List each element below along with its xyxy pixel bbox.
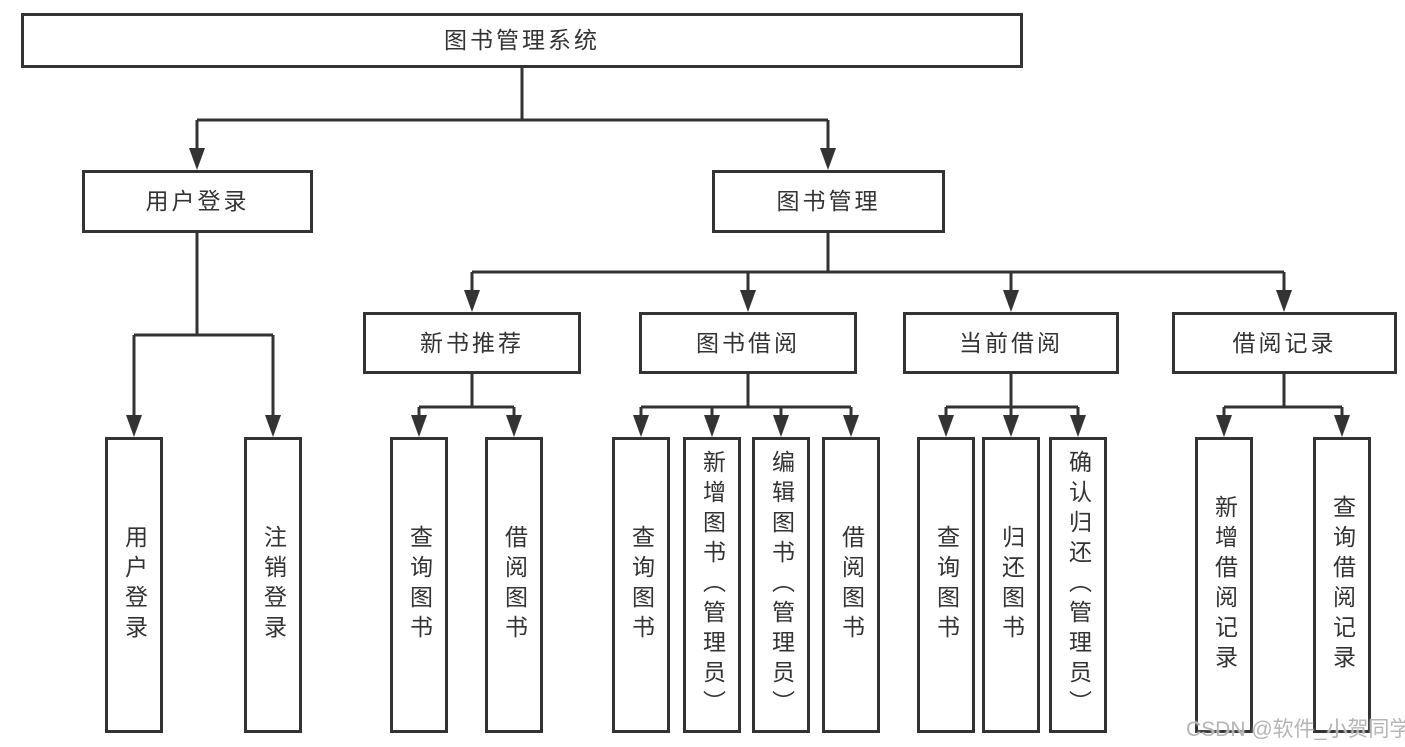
leaf-query-borrow-record: 查询借阅记录 — [1313, 437, 1371, 733]
leaf-user-login: 用户登录 — [105, 437, 163, 733]
arrowhead — [1216, 415, 1232, 437]
arrowhead — [740, 290, 756, 312]
connector-bookmgmt-to-level3 — [470, 233, 1286, 294]
node-user-login: 用户登录 — [82, 170, 313, 233]
node-book-borrowing-label: 图书借阅 — [696, 329, 800, 356]
node-book-borrowing: 图书借阅 — [639, 312, 857, 374]
node-root-label: 图书管理系统 — [444, 27, 600, 53]
leaf-add-books-admin-label: 新增图书（管理员） — [699, 450, 726, 720]
leaf-return-books-label: 归还图书 — [998, 525, 1025, 645]
arrowhead — [820, 148, 836, 170]
connector-userlogin-to-leaves — [132, 233, 275, 419]
leaf-query-books-1: 查询图书 — [390, 437, 448, 733]
leaf-borrow-books-2: 借阅图书 — [822, 437, 880, 733]
leaf-confirm-return-admin: 确认归还（管理员） — [1049, 437, 1107, 733]
connector-root-to-level2 — [195, 68, 830, 152]
leaf-logout: 注销登录 — [244, 437, 302, 733]
leaf-logout-label: 注销登录 — [260, 525, 287, 645]
leaf-confirm-return-admin-label: 确认归还（管理员） — [1065, 450, 1092, 720]
leaf-query-borrow-record-label: 查询借阅记录 — [1329, 495, 1356, 675]
leaf-query-books-1-label: 查询图书 — [406, 525, 433, 645]
node-book-management: 图书管理 — [712, 170, 945, 233]
node-current-borrowing-label: 当前借阅 — [959, 329, 1063, 356]
arrowhead — [773, 415, 789, 437]
arrowhead — [1276, 290, 1292, 312]
arrowhead — [1003, 290, 1019, 312]
arrowhead — [1003, 415, 1019, 437]
leaf-query-books-2-label: 查询图书 — [628, 525, 655, 645]
leaf-query-books-3-label: 查询图书 — [933, 525, 960, 645]
leaf-edit-books-admin: 编辑图书（管理员） — [752, 437, 810, 733]
arrowhead — [265, 415, 281, 437]
arrowhead — [126, 415, 142, 437]
leaf-return-books: 归还图书 — [982, 437, 1040, 733]
leaf-add-borrow-record: 新增借阅记录 — [1195, 437, 1253, 733]
connector-borrow-to-leaves — [639, 374, 853, 419]
node-borrowing-records-label: 借阅记录 — [1232, 329, 1337, 356]
arrowhead — [464, 290, 480, 312]
connector-current-to-leaves — [944, 374, 1080, 419]
leaf-borrow-books-2-label: 借阅图书 — [838, 525, 865, 645]
arrowhead — [189, 148, 205, 170]
node-new-book-recommend-label: 新书推荐 — [420, 329, 524, 356]
leaf-query-books-3: 查询图书 — [917, 437, 975, 733]
leaf-user-login-label: 用户登录 — [121, 525, 148, 645]
node-book-management-label: 图书管理 — [776, 188, 881, 214]
watermark: CSDN @软件_小贺同学 — [1186, 718, 1405, 741]
arrowhead — [506, 415, 522, 437]
arrowhead — [843, 415, 859, 437]
arrowhead — [633, 415, 649, 437]
node-root: 图书管理系统 — [21, 13, 1023, 68]
leaf-edit-books-admin-label: 编辑图书（管理员） — [768, 450, 795, 720]
leaf-borrow-books-1-label: 借阅图书 — [501, 525, 528, 645]
connector-newbook-to-leaves — [417, 374, 516, 419]
leaf-add-borrow-record-label: 新增借阅记录 — [1211, 495, 1238, 675]
arrowhead — [1070, 415, 1086, 437]
arrowhead — [1334, 415, 1350, 437]
leaf-query-books-2: 查询图书 — [612, 437, 670, 733]
node-user-login-label: 用户登录 — [145, 188, 250, 214]
arrowhead — [704, 415, 720, 437]
leaf-add-books-admin: 新增图书（管理员） — [683, 437, 741, 733]
connector-records-to-leaves — [1222, 374, 1344, 419]
arrowhead — [411, 415, 427, 437]
node-current-borrowing: 当前借阅 — [903, 312, 1119, 374]
leaf-borrow-books-1: 借阅图书 — [485, 437, 543, 733]
node-new-book-recommend: 新书推荐 — [363, 312, 581, 374]
arrowhead — [938, 415, 954, 437]
node-borrowing-records: 借阅记录 — [1172, 312, 1397, 374]
